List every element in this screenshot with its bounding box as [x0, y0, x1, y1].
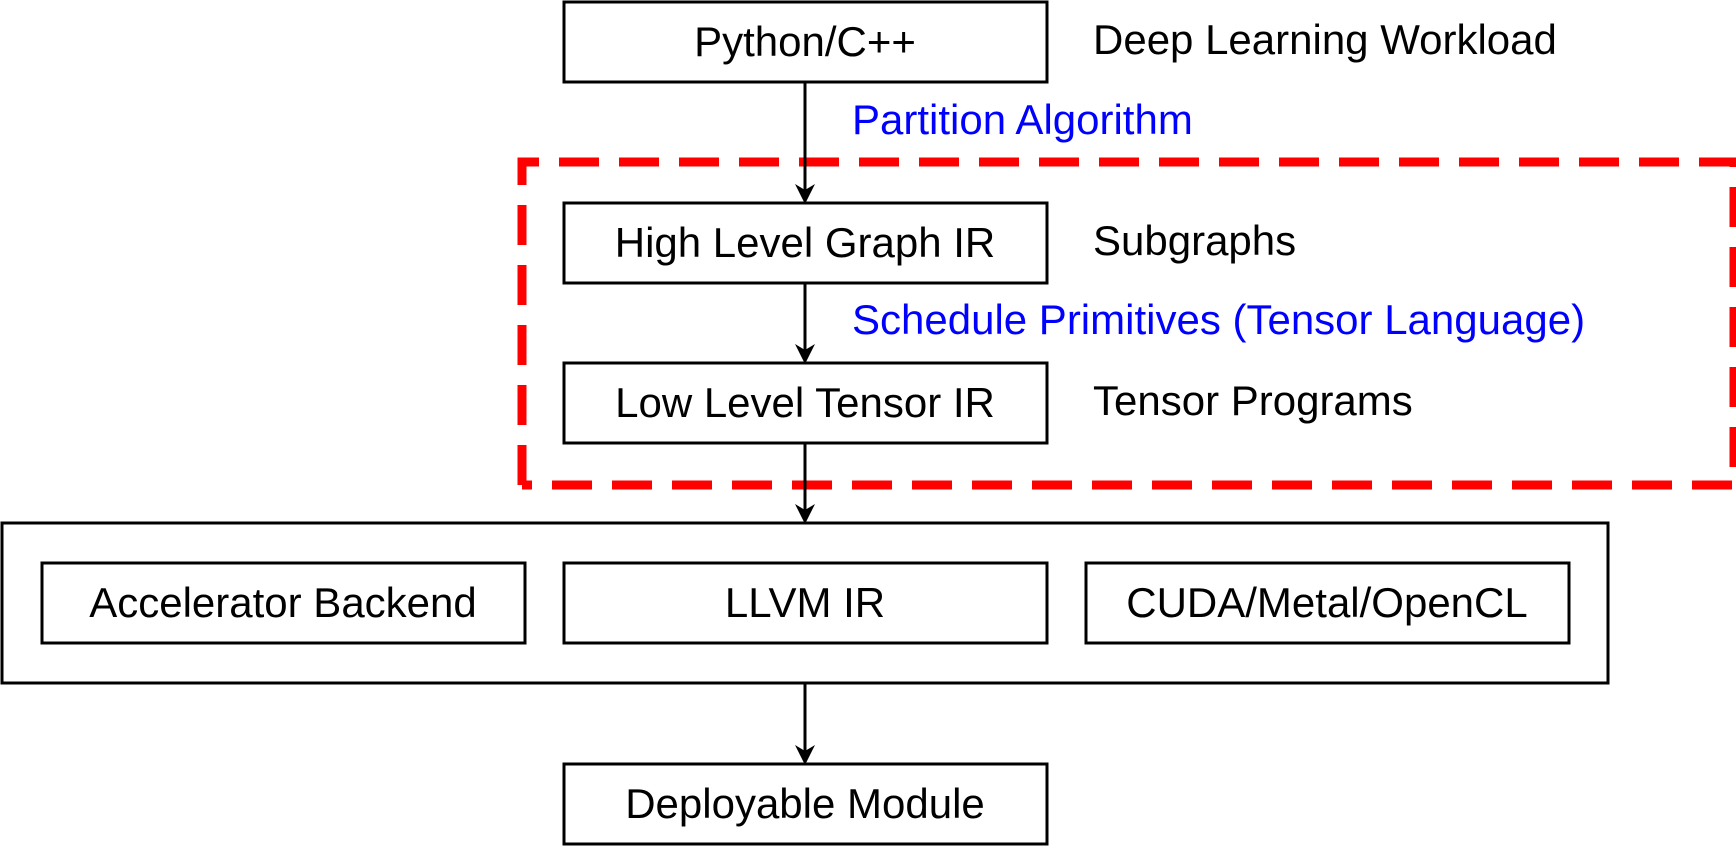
- schedule-primitives-label: Schedule Primitives (Tensor Language): [852, 296, 1585, 343]
- cuda-metal-opencl-node: CUDA/Metal/OpenCL: [1084, 561, 1571, 645]
- python-cpp-node: Python/C++: [562, 0, 1049, 84]
- deep-learning-workload-label: Deep Learning Workload: [1093, 16, 1557, 63]
- llvm-ir-label: LLVM IR: [725, 579, 885, 626]
- dashed-region: [517, 157, 1736, 490]
- tensor-programs-label: Tensor Programs: [1093, 377, 1413, 424]
- high-level-graph-ir-label: High Level Graph IR: [615, 219, 996, 266]
- subgraphs-label: Subgraphs: [1093, 217, 1296, 264]
- cuda-metal-opencl-label: CUDA/Metal/OpenCL: [1126, 579, 1527, 626]
- deployable-module-label: Deployable Module: [625, 780, 985, 827]
- accelerator-backend-node: Accelerator Backend: [40, 561, 527, 645]
- high-level-graph-ir-node: High Level Graph IR: [562, 201, 1049, 285]
- low-level-tensor-ir-node: Low Level Tensor IR: [562, 361, 1049, 445]
- partition-algorithm-label: Partition Algorithm: [852, 96, 1193, 143]
- python-cpp-label: Python/C++: [694, 18, 916, 65]
- accelerator-backend-label: Accelerator Backend: [89, 579, 477, 626]
- llvm-ir-node: LLVM IR: [562, 561, 1049, 645]
- low-level-tensor-ir-label: Low Level Tensor IR: [615, 379, 995, 426]
- deployable-module-node: Deployable Module: [562, 762, 1049, 846]
